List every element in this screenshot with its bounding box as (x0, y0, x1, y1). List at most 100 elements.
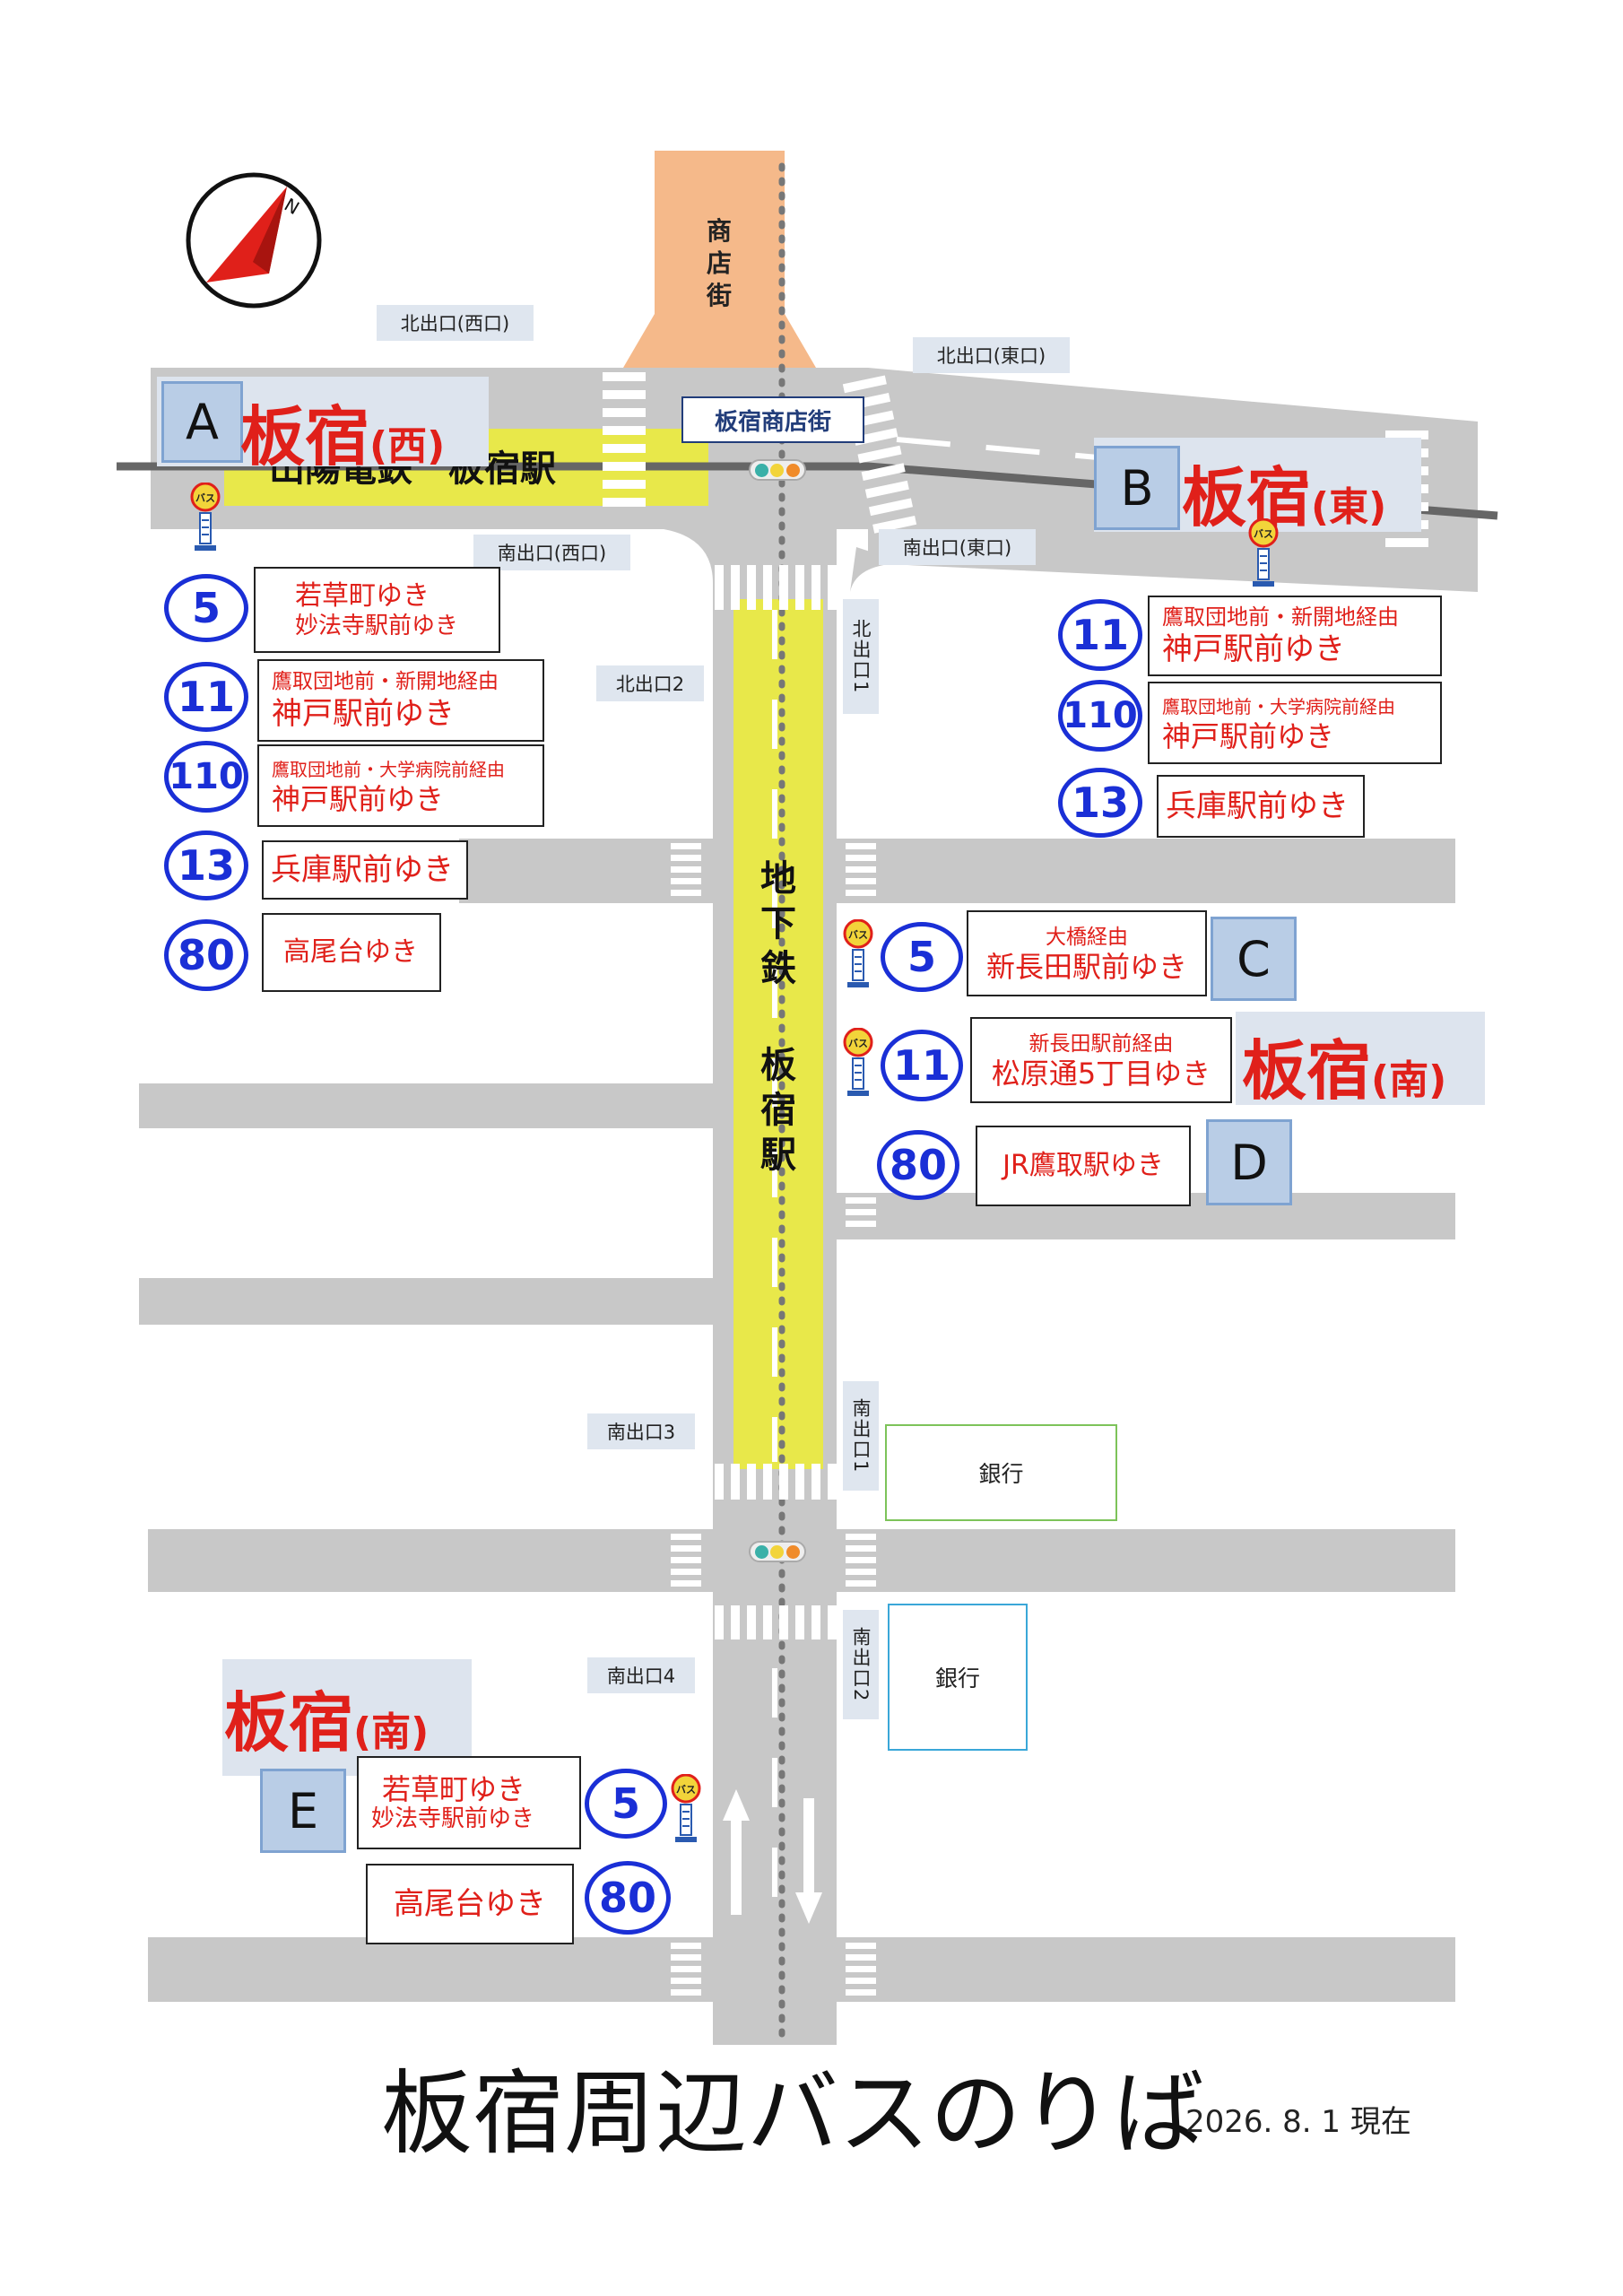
shotengai-sign: 板宿商店街 (681, 396, 864, 443)
subway-label-line2: 板宿駅 (760, 1045, 796, 1176)
route-destination: 新長田駅前ゆき (985, 950, 1187, 984)
route-number-badge: 80 (164, 919, 248, 991)
exit-label: 北出口(西口) (377, 305, 534, 341)
destination-box: 鷹取団地前・大学病院前経由 神戸駅前ゆき (1148, 682, 1442, 764)
route-number-badge: 11 (881, 1030, 963, 1101)
area-name: 板宿 (1182, 460, 1312, 535)
exit-label: 南出口(東口) (879, 529, 1036, 565)
route-destination: 兵庫駅前ゆき (271, 852, 454, 888)
destination-box: 鷹取団地前・大学病院前経由 神戸駅前ゆき (257, 744, 544, 827)
route-number-badge: 13 (1058, 768, 1142, 838)
date-label: 2026. 8. 1 現在 (1185, 2104, 1411, 2140)
stop-area-name: 板宿(東) (1182, 445, 1386, 539)
area-dir: (東) (1311, 484, 1387, 530)
crosswalk (715, 1605, 837, 1639)
road (664, 529, 713, 583)
area-name: 板宿 (1242, 1033, 1372, 1109)
road (139, 1278, 713, 1325)
route-number-badge: 80 (585, 1861, 671, 1935)
destination-box: 兵庫駅前ゆき (1157, 775, 1365, 838)
route-destination: 高尾台ゆき (283, 936, 418, 968)
route-destination: 神戸駅前ゆき (272, 696, 455, 732)
bus-stop-icon: バス (190, 483, 221, 551)
road (459, 839, 713, 903)
compass-icon (186, 172, 322, 309)
route-destination: 神戸駅前ゆき (272, 782, 445, 816)
stop-area-background (1236, 1012, 1485, 1105)
route-destination: JR鷹取駅ゆき (1002, 1150, 1164, 1181)
bus-stop-icon: バス (1248, 518, 1279, 587)
route-number-badge: 5 (585, 1769, 667, 1839)
bus-stop-icon: バス (843, 1028, 873, 1096)
destination-box: 兵庫駅前ゆき (262, 840, 468, 900)
bus-stop-icon: バス (671, 1774, 701, 1842)
destination-box: JR鷹取駅ゆき (976, 1126, 1191, 1206)
road (850, 547, 906, 592)
stop-area-name: 板宿(南) (224, 1670, 429, 1764)
destination-line: 妙法寺駅前ゆき (371, 1805, 535, 1832)
area-dir: (西) (369, 423, 446, 469)
area-dir: (南) (1371, 1057, 1447, 1103)
exit-label: 南出口1 (843, 1381, 879, 1491)
exit-label: 南出口3 (587, 1413, 695, 1449)
arrow-down-icon (795, 1798, 822, 1924)
svg-text:バス: バス (848, 1038, 868, 1049)
destination-box: 高尾台ゆき (366, 1864, 574, 1944)
route-via: 鷹取団地前・新開地経由 (272, 670, 499, 693)
route-number-badge: 11 (164, 662, 248, 732)
destination-box: 若草町ゆき 妙法寺駅前ゆき (254, 567, 500, 653)
exit-label: 北出口2 (596, 665, 704, 701)
destination-box: 若草町ゆき 妙法寺駅前ゆき (357, 1756, 581, 1849)
destination-box: 鷹取団地前・新開地経由 神戸駅前ゆき (1148, 596, 1442, 676)
bank-building: 銀行 (888, 1604, 1028, 1751)
subway-label-line1: 地下鉄 (760, 858, 796, 989)
exit-label: 南出口(西口) (473, 535, 630, 570)
route-destination: 神戸駅前ゆき (1162, 719, 1335, 753)
destination-box: 鷹取団地前・新開地経由 神戸駅前ゆき (257, 659, 544, 742)
stop-letter-d[interactable]: D (1206, 1119, 1292, 1205)
shotengai-label: 商店街 (706, 216, 732, 310)
page-title: 板宿周辺バスのりば (381, 2061, 1204, 2168)
subway-station-label: 地下鉄 板宿駅 (751, 857, 805, 1178)
area-name: 板宿 (224, 1685, 354, 1761)
stop-letter-a[interactable]: A (161, 381, 243, 463)
route-via: 鷹取団地前・大学病院前経由 (272, 759, 505, 780)
stop-letter-e[interactable]: E (260, 1769, 346, 1853)
subway-platform (733, 599, 823, 1469)
stop-area-name: 板宿(南) (1242, 1018, 1446, 1112)
exit-label: 北出口(東口) (913, 337, 1070, 373)
bus-stop-icon: バス (843, 919, 873, 987)
stop-letter-b[interactable]: B (1094, 446, 1180, 530)
exit-label: 南出口4 (587, 1657, 695, 1693)
route-number-badge: 5 (164, 574, 248, 642)
road (837, 1937, 1455, 2002)
route-via: 大橋経由 (1046, 926, 1128, 949)
route-via: 鷹取団地前・新開地経由 (1162, 604, 1399, 630)
road (139, 1083, 713, 1128)
exit-label: 北出口1 (843, 599, 879, 714)
road (148, 1937, 713, 2002)
area-dir: (南) (353, 1709, 430, 1755)
svg-text:バス: バス (848, 929, 868, 941)
destination-line: 妙法寺駅前ゆき (295, 613, 459, 639)
route-destination: 高尾台ゆき (394, 1886, 546, 1922)
exit-label: 南出口2 (843, 1610, 879, 1719)
svg-text:バス: バス (1254, 528, 1273, 540)
arrow-up-icon (723, 1789, 750, 1915)
destination-box: 大橋経由 新長田駅前ゆき (967, 910, 1207, 996)
route-number-badge: 5 (881, 922, 963, 992)
route-via: 鷹取団地前・大学病院前経由 (1162, 696, 1395, 718)
traffic-light-icon (749, 1541, 806, 1562)
route-number-badge: 11 (1058, 599, 1142, 671)
road (837, 1529, 1455, 1592)
destination-box: 新長田駅前経由 松原通5丁目ゆき (970, 1017, 1232, 1103)
destination-box: 高尾台ゆき (262, 913, 441, 992)
stop-area-name: 板宿(西) (240, 384, 445, 478)
route-number-badge: 110 (1058, 680, 1142, 752)
svg-text:バス: バス (676, 1784, 696, 1796)
stop-letter-c[interactable]: C (1211, 917, 1297, 1001)
shotengai-area (623, 151, 816, 368)
traffic-light-icon (749, 459, 806, 481)
route-destination: 兵庫駅前ゆき (1166, 788, 1349, 824)
